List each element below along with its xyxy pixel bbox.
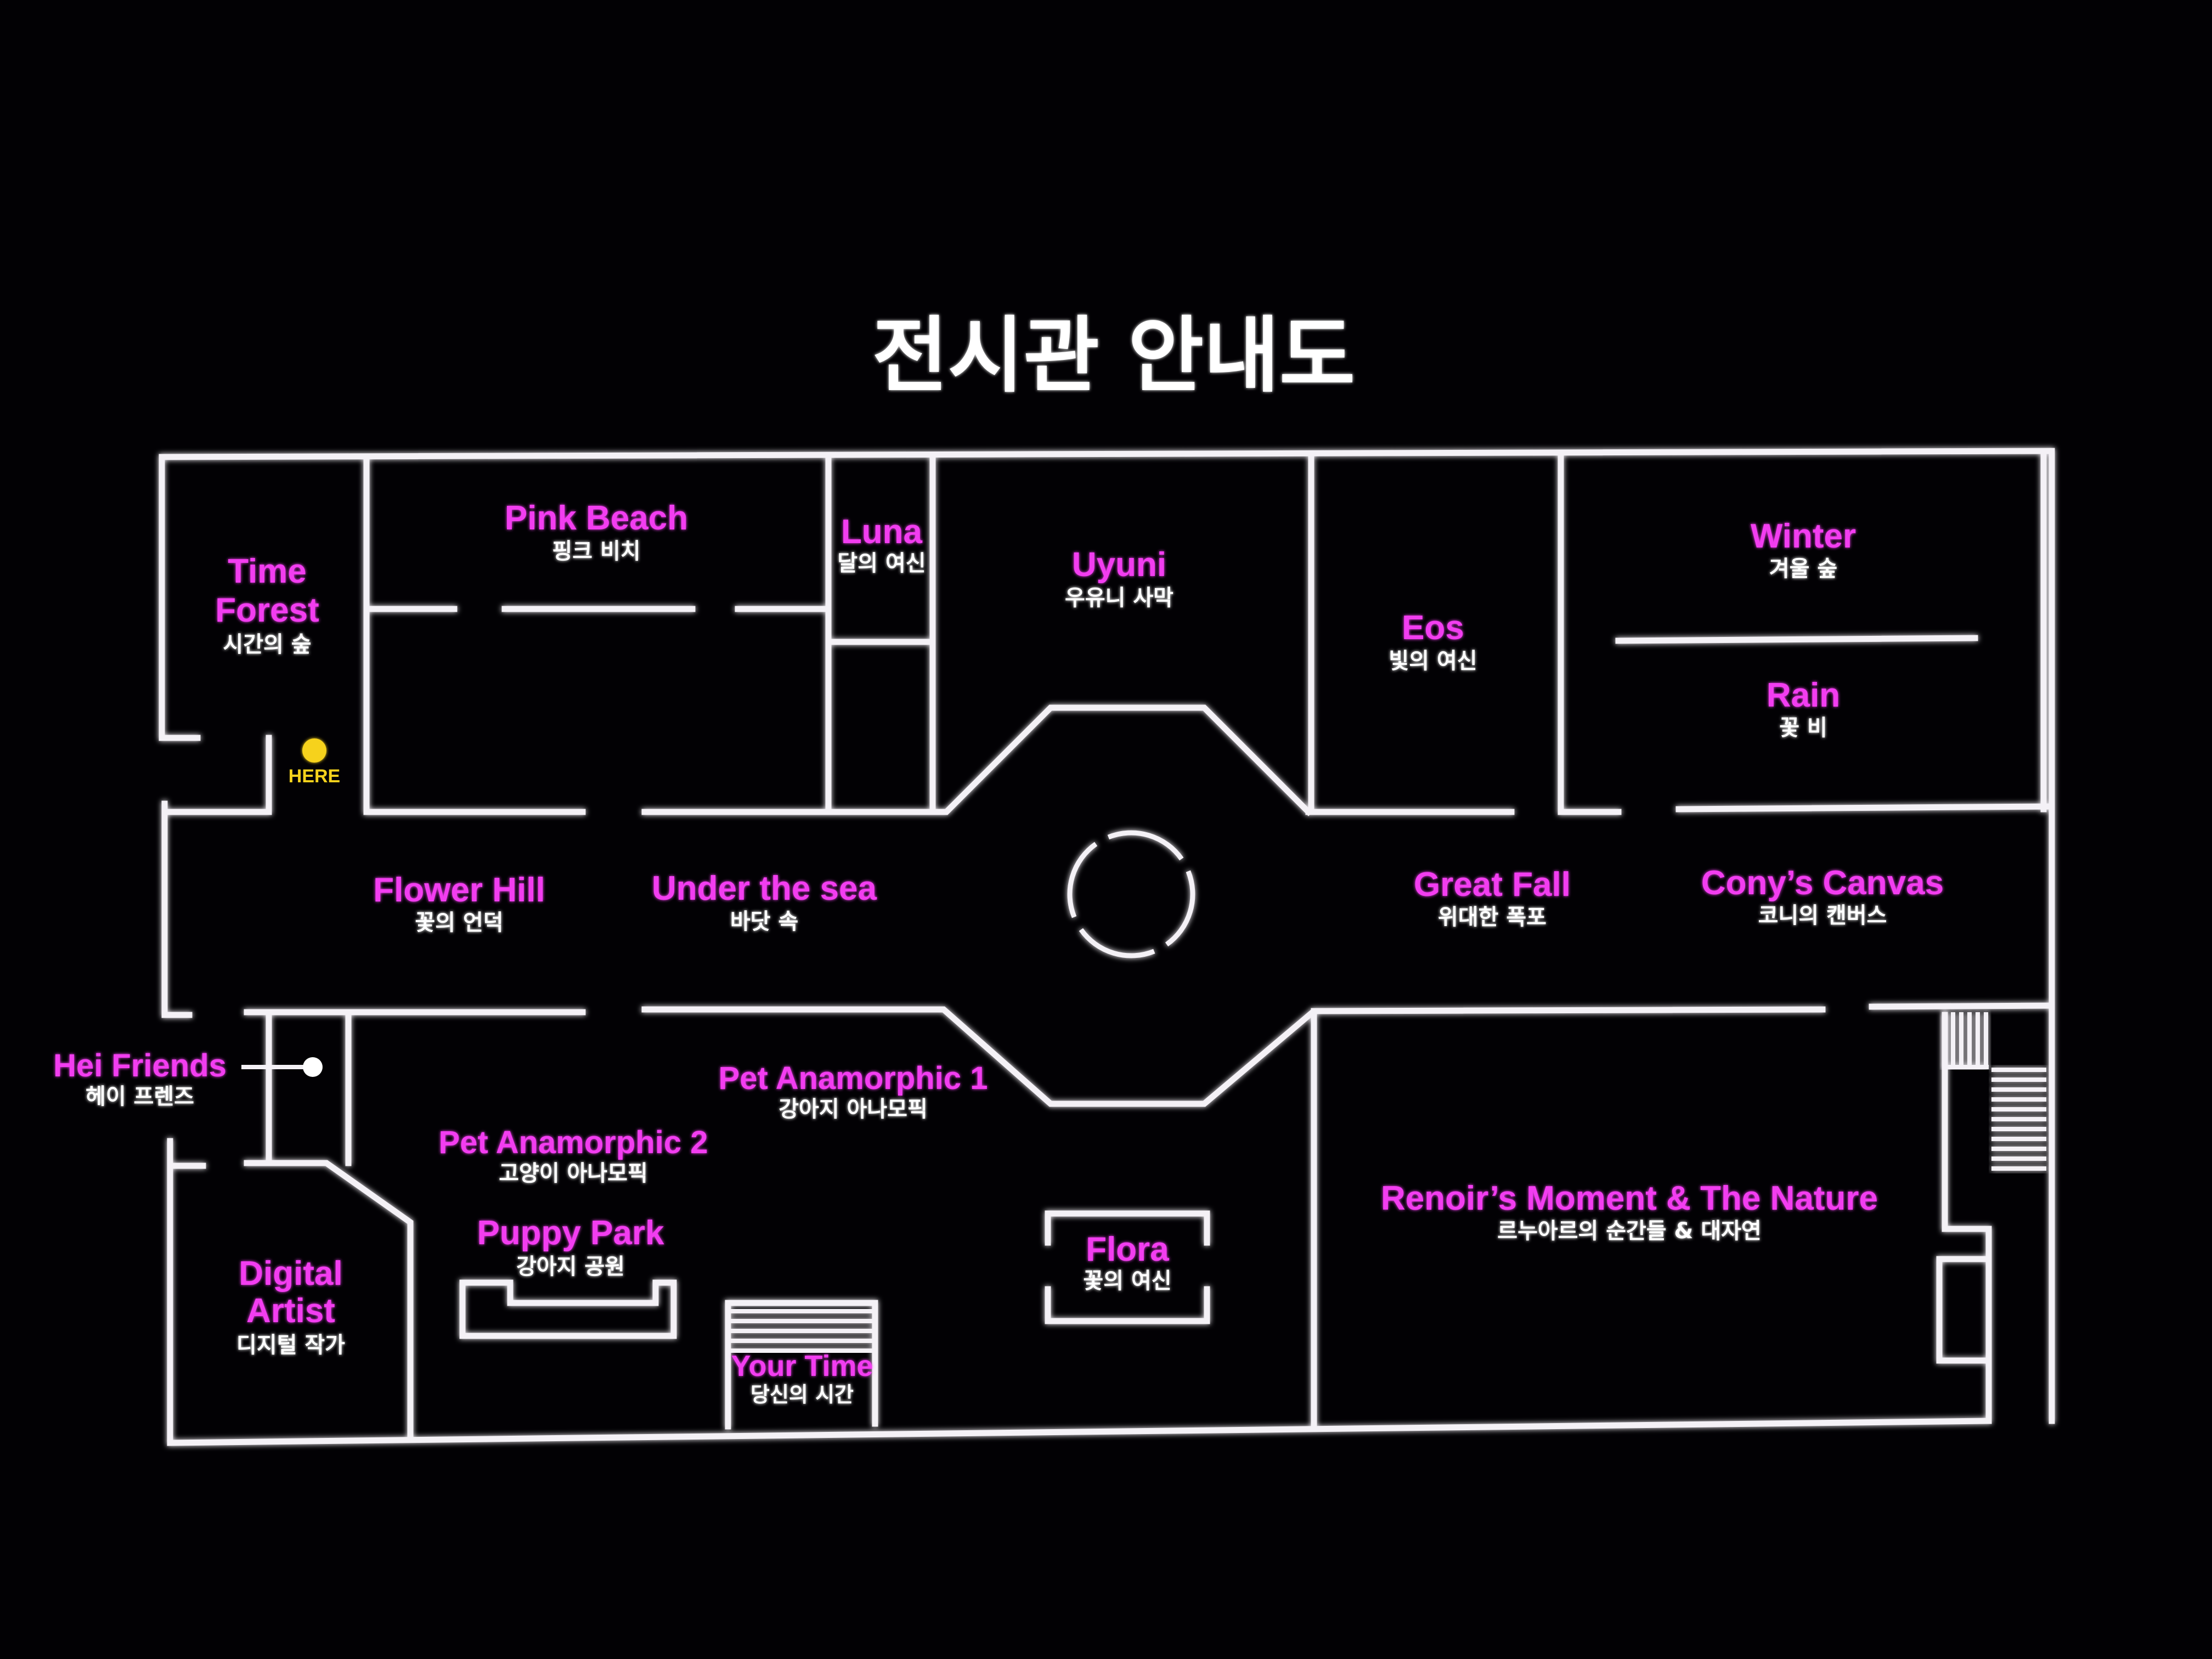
room-labels: Time Forest 시간의 숲 Pink Beach 핑크 비치 Luna …: [53, 499, 1944, 1407]
room-subtitle: 디지털 작가: [236, 1333, 345, 1358]
room-your-time[interactable]: Your Time 당신의 시간: [731, 1350, 873, 1407]
room-subtitle: 꽃 비: [1779, 715, 1827, 741]
room-pet-anamorphic-1[interactable]: Pet Anamorphic 1 강아지 아나모픽: [719, 1060, 988, 1122]
room-name: Luna: [841, 513, 923, 551]
room-name: Puppy Park: [477, 1214, 664, 1252]
room-name: Rain: [1767, 676, 1840, 714]
room-great-fall[interactable]: Great Fall 위대한 폭포: [1414, 866, 1571, 930]
room-uyuni[interactable]: Uyuni 우유니 사막: [1065, 546, 1173, 611]
room-subtitle: 강아지 공원: [516, 1254, 625, 1279]
room-subtitle: 위대한 폭포: [1438, 905, 1547, 930]
room-hei-friends[interactable]: Hei Friends 헤이 프렌즈: [53, 1048, 227, 1109]
room-name: Under the sea: [652, 870, 877, 907]
room-name: Hei Friends: [53, 1048, 227, 1084]
room-pet-anamorphic-2[interactable]: Pet Anamorphic 2 고양이 아나모픽: [439, 1125, 708, 1186]
room-subtitle: 고양이 아나모픽: [499, 1161, 648, 1186]
room-luna[interactable]: Luna 달의 여신: [837, 513, 926, 576]
room-name: Time: [228, 552, 307, 590]
room-name: Pet Anamorphic 2: [439, 1125, 708, 1160]
room-conys-canvas[interactable]: Cony’s Canvas 코니의 캔버스: [1701, 864, 1944, 928]
room-name: Artist: [246, 1292, 335, 1330]
room-subtitle: 핑크 비치: [552, 539, 640, 564]
room-subtitle: 바닷 속: [730, 909, 798, 934]
room-puppy-park[interactable]: Puppy Park 강아지 공원: [477, 1214, 664, 1279]
room-subtitle: 당신의 시간: [751, 1383, 854, 1407]
room-subtitle: 시간의 숲: [223, 632, 311, 657]
room-name: Forest: [215, 591, 319, 629]
hei-friends-dot: [303, 1057, 323, 1077]
room-subtitle: 강아지 아나모픽: [778, 1097, 928, 1122]
room-subtitle: 빛의 여신: [1389, 648, 1477, 674]
room-rain[interactable]: Rain 꽃 비: [1767, 676, 1840, 741]
room-winter[interactable]: Winter 겨울 숲: [1751, 517, 1856, 582]
here-marker: HERE: [289, 738, 340, 787]
room-name: Winter: [1751, 517, 1856, 555]
stairs-right-upper: [1942, 1012, 1989, 1069]
walls: [159, 448, 2055, 1446]
room-name: Great Fall: [1414, 866, 1571, 904]
room-name: Your Time: [731, 1350, 873, 1383]
room-name: Flora: [1086, 1231, 1169, 1268]
hei-friends-pointer: [241, 1057, 323, 1077]
room-subtitle: 우유니 사막: [1065, 585, 1173, 611]
room-subtitle: 달의 여신: [837, 551, 926, 576]
room-subtitle: 헤이 프렌즈: [86, 1084, 194, 1109]
room-name: Flower Hill: [373, 871, 545, 909]
room-subtitle: 꽃의 언덕: [415, 910, 503, 935]
room-pink-beach[interactable]: Pink Beach 핑크 비치: [505, 499, 688, 564]
room-name: Uyuni: [1072, 546, 1166, 584]
room-digital-artist[interactable]: Digital Artist 디지털 작가: [236, 1255, 345, 1358]
room-name: Pet Anamorphic 1: [719, 1060, 988, 1096]
room-flower-hill[interactable]: Flower Hill 꽃의 언덕: [373, 871, 545, 935]
stairs-your-time: [730, 1309, 873, 1353]
room-eos[interactable]: Eos 빛의 여신: [1389, 609, 1477, 674]
room-name: Cony’s Canvas: [1701, 864, 1944, 902]
map-title: 전시관 안내도: [872, 308, 1355, 404]
room-name: Renoir’s Moment & The Nature: [1381, 1180, 1878, 1217]
here-dot-icon: [302, 738, 326, 763]
room-flora[interactable]: Flora 꽃의 여신: [1083, 1231, 1171, 1294]
central-circle: [1067, 830, 1195, 958]
room-subtitle: 코니의 캔버스: [1758, 903, 1887, 928]
room-subtitle: 꽃의 여신: [1083, 1268, 1171, 1294]
stairs-right-lower: [1991, 1068, 2046, 1171]
room-under-the-sea[interactable]: Under the sea 바닷 속: [652, 870, 877, 934]
room-name: Eos: [1402, 609, 1464, 647]
here-label: HERE: [289, 766, 340, 787]
room-subtitle: 르누아르의 순간들 & 대자연: [1497, 1218, 1761, 1244]
room-subtitle: 겨울 숲: [1769, 556, 1837, 582]
room-renoirs-moment[interactable]: Renoir’s Moment & The Nature 르누아르의 순간들 &…: [1381, 1180, 1878, 1244]
room-time-forest[interactable]: Time Forest 시간의 숲: [215, 552, 319, 657]
room-name: Digital: [239, 1255, 342, 1293]
room-name: Pink Beach: [505, 499, 688, 537]
